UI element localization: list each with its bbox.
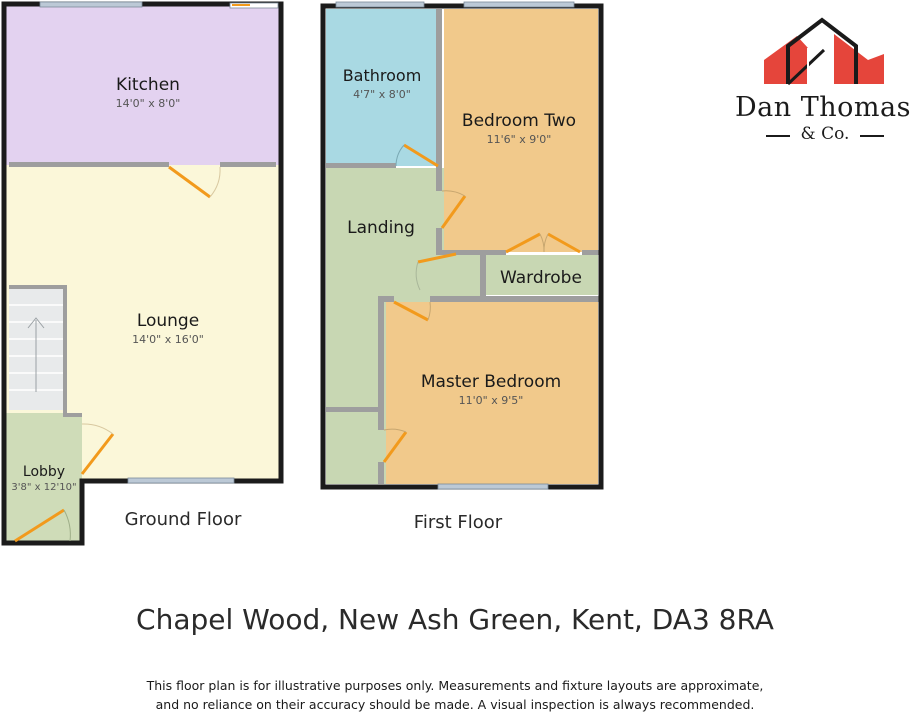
window [127, 477, 235, 484]
door [440, 190, 467, 229]
door [415, 252, 457, 291]
ground-floor-label: Ground Floor [125, 509, 242, 530]
window [39, 1, 143, 8]
disclaimer-line: This floor plan is for illustrative purp… [146, 678, 764, 693]
bedroom-two-area [444, 9, 598, 252]
window [463, 1, 575, 8]
first-floor-label: First Floor [414, 512, 503, 533]
logo-line [766, 135, 790, 137]
bathroom-size: 4'7" x 8'0" [353, 88, 411, 101]
disclaimer-line: and no reliance on their accuracy should… [155, 697, 755, 712]
property-address: Chapel Wood, New Ash Green, Kent, DA3 8R… [136, 603, 774, 636]
door [393, 300, 431, 322]
wardrobe-area [486, 255, 598, 295]
master-bedroom-area [386, 302, 598, 484]
lobby-label: Lobby [23, 464, 65, 480]
door [168, 165, 221, 199]
kitchen-area [6, 6, 279, 165]
lounge-label: Lounge [137, 311, 199, 331]
wardrobe-door [505, 232, 581, 254]
lobby-size: 3'8" x 12'10" [11, 482, 76, 493]
bathroom-label: Bathroom [343, 66, 422, 85]
ground-floor [1, 1, 284, 546]
logo-house-icon [764, 17, 884, 86]
bedroom-two-size: 11'6" x 9'0" [487, 133, 552, 146]
stairs-arrow-icon [27, 317, 45, 329]
logo-line [860, 135, 884, 137]
ground-floor-walls [1, 1, 284, 546]
door [395, 143, 439, 168]
kitchen-label: Kitchen [116, 75, 180, 95]
kitchen-size: 14'0" x 8'0" [116, 97, 181, 110]
first-floor [320, 1, 604, 490]
window [335, 1, 425, 8]
bathroom-area [326, 9, 438, 166]
lobby-area [6, 413, 82, 541]
bedroom-two-label: Bedroom Two [462, 111, 576, 131]
logo-suffix: & Co. [800, 124, 850, 144]
front-door [14, 508, 71, 543]
landing-label: Landing [347, 218, 415, 238]
door [382, 428, 408, 463]
master-bedroom-size: 11'0" x 9'5" [459, 394, 524, 407]
lounge-size: 14'0" x 16'0" [132, 333, 204, 346]
door [80, 423, 115, 475]
wardrobe-label: Wardrobe [500, 268, 582, 288]
logo-name: Dan Thomas [735, 92, 910, 123]
back-door [229, 2, 279, 9]
stairs [9, 288, 63, 410]
disclaimer: This floor plan is for illustrative purp… [100, 676, 810, 714]
master-bedroom-label: Master Bedroom [421, 372, 561, 392]
window [437, 483, 549, 490]
